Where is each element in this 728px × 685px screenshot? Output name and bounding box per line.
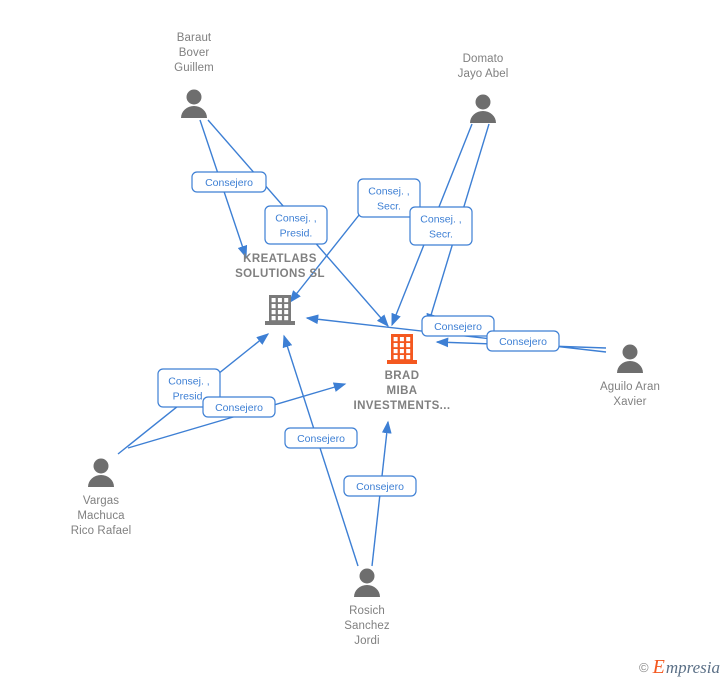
node-label-line: SOLUTIONS SL: [235, 268, 325, 280]
node-label-line: Bover: [179, 47, 210, 59]
graph-edge: [282, 334, 359, 567]
node-label-line: Vargas: [83, 495, 119, 507]
relationship-label-text: Consejero: [499, 336, 547, 348]
person-icon: [617, 344, 643, 373]
relationship-label-text: Consejero: [215, 402, 263, 414]
building-icon: [265, 295, 295, 325]
person-icon: [354, 568, 380, 597]
relationship-label-text: Secr.: [429, 229, 453, 241]
relationship-label-box: [343, 475, 417, 497]
relationship-label-box: [421, 315, 495, 337]
node-label-line: Domato: [463, 53, 504, 65]
relationship-label-text: Consejero: [356, 481, 404, 493]
relationship-label-text: Consej. ,: [168, 376, 209, 388]
relationship-label-box: [191, 171, 267, 193]
relationship-label-box: [264, 205, 328, 245]
building-icon: [387, 334, 417, 364]
person-icon: [470, 94, 496, 123]
node-label-line: Rico Rafael: [71, 525, 132, 537]
relationship-label-consejsecr-2[interactable]: Consej. , Secr.: [409, 206, 473, 246]
edge-line-e10: [282, 334, 359, 567]
graph-node-bradmiba[interactable]: BRAD MIBA INVESTMENTS...: [354, 334, 451, 412]
relationship-label-box: [284, 427, 358, 449]
relationship-label-consejero-aguilo-2[interactable]: Consejero: [486, 330, 560, 352]
node-label-line: Rosich: [349, 605, 385, 617]
relationship-label-text: Consej. ,: [368, 186, 409, 198]
node-label-line: MIBA: [387, 385, 418, 397]
node-label-line: KREATLABS: [243, 253, 317, 265]
person-icon: [181, 89, 207, 118]
node-label-line: Aguilo Aran: [600, 381, 660, 393]
relationship-label-text: Consejero: [434, 321, 482, 333]
relationship-label-box: [486, 330, 560, 352]
node-label-line: Jordi: [354, 635, 379, 647]
relationship-label-consejero-rosich-2[interactable]: Consejero: [343, 475, 417, 497]
node-label-line: BRAD: [385, 370, 420, 382]
relationship-label-consejero-aguilo-1[interactable]: Consejero: [421, 315, 495, 337]
relationship-label-text: Consej. ,: [420, 214, 461, 226]
relationship-label-box: [157, 368, 221, 408]
node-label-line: Sanchez: [344, 620, 390, 632]
relationship-label-consejpresid-2[interactable]: Consej. , Presid.: [157, 368, 221, 408]
relationship-label-text: Presid.: [173, 391, 206, 403]
graph-edge: [289, 204, 368, 304]
relationship-label-consejpresid-1[interactable]: Consej. , Presid.: [264, 205, 328, 245]
brand-initial: E: [652, 656, 665, 678]
relationship-label-text: Presid.: [280, 228, 313, 240]
empresia-watermark: © E mpresia: [639, 657, 720, 677]
relationship-label-consejero-rosich-1[interactable]: Consejero: [284, 427, 358, 449]
copyright-symbol: ©: [639, 659, 649, 675]
edge-line-e5: [289, 204, 368, 304]
node-label-line: Xavier: [613, 396, 646, 408]
node-label-line: Baraut: [177, 32, 212, 44]
relationship-label-text: Consejero: [297, 433, 345, 445]
relationship-label-text: Consejero: [205, 177, 253, 189]
relationship-label-consejero-vargas[interactable]: Consejero: [202, 396, 276, 418]
relationship-label-consejero-1[interactable]: Consejero: [191, 171, 267, 193]
graph-node-kreatlabs[interactable]: KREATLABS SOLUTIONS SL: [235, 253, 325, 325]
node-label-line: INVESTMENTS...: [354, 400, 451, 412]
relationship-label-box: [409, 206, 473, 246]
node-label-line: Guillem: [174, 62, 214, 74]
relationship-label-consejsecr-1[interactable]: Consej. , Secr.: [357, 178, 421, 218]
brand-name: mpresia: [665, 657, 720, 677]
node-label-line: Machuca: [77, 510, 125, 522]
relationship-label-text: Consej. ,: [275, 213, 316, 225]
relationship-label-text: Secr.: [377, 201, 401, 213]
relationship-label-box: [357, 178, 421, 218]
node-label-line: Jayo Abel: [458, 68, 509, 80]
relationship-label-box: [202, 396, 276, 418]
person-icon: [88, 458, 114, 487]
